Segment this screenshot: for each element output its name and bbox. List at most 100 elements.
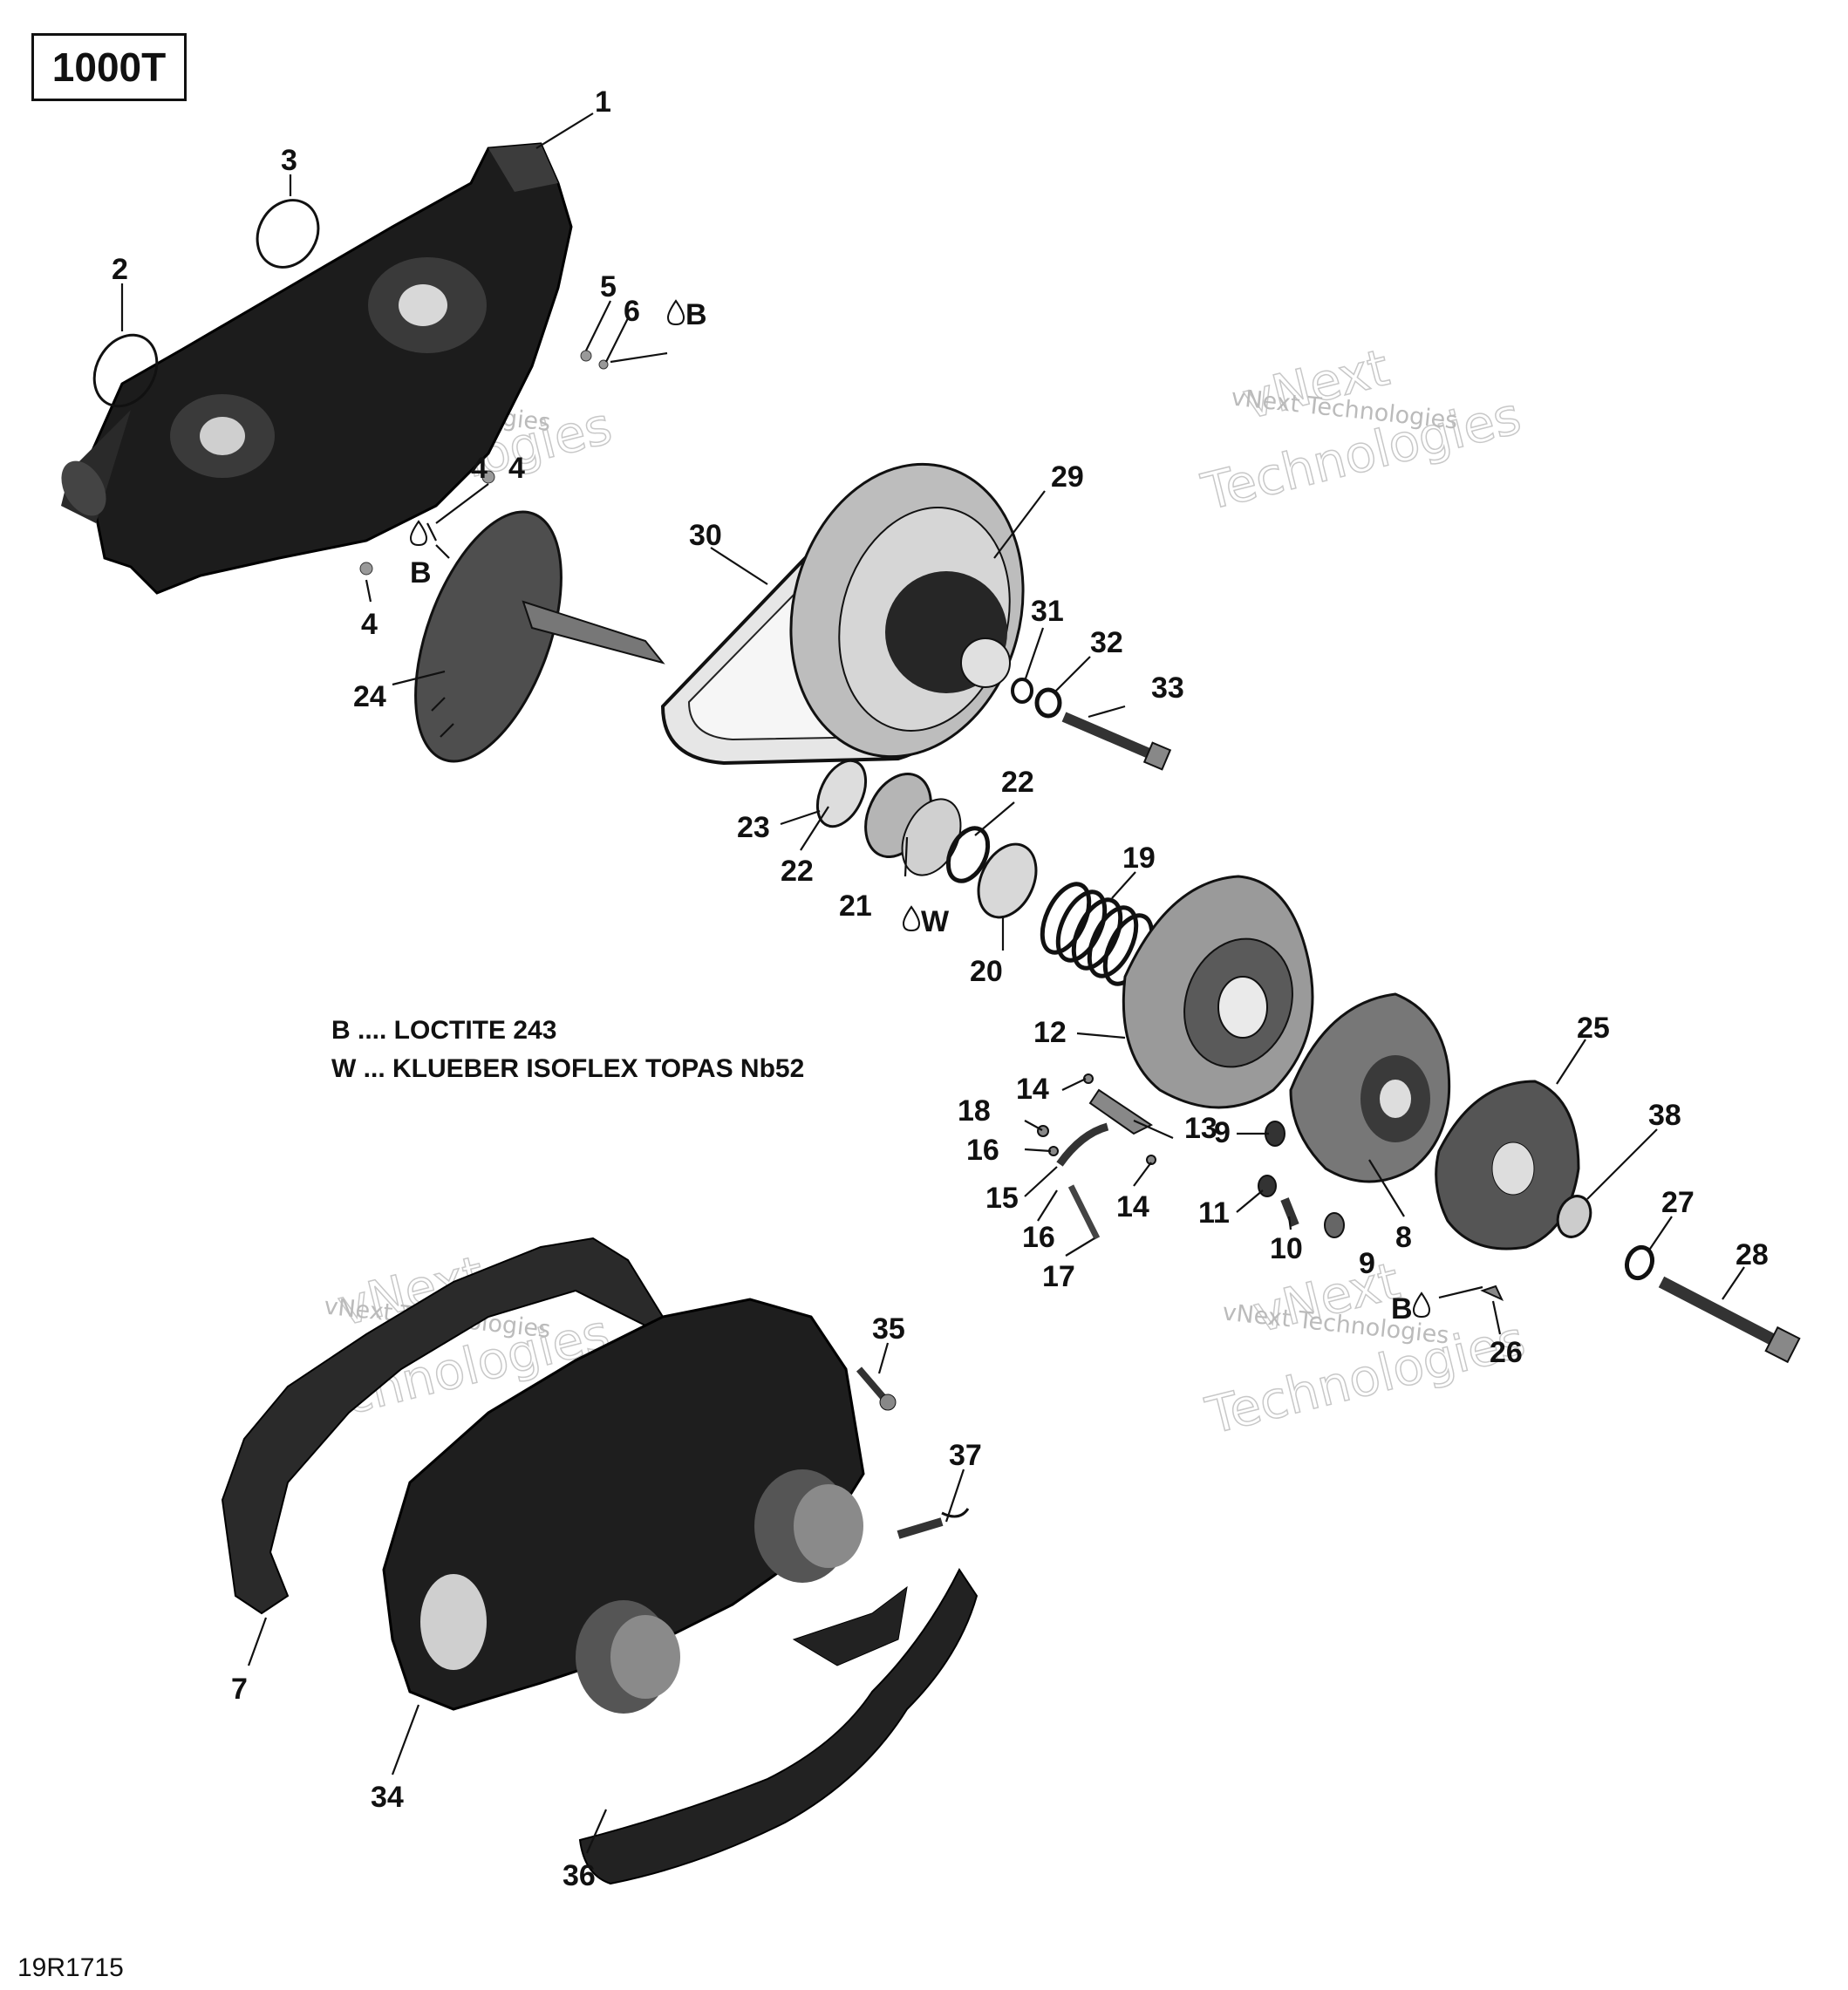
part-9 — [1324, 1212, 1345, 1238]
part-11 — [1258, 1175, 1277, 1197]
callout-4: 4 — [508, 452, 525, 485]
shield-36 — [578, 1568, 979, 1885]
drop-icon — [666, 299, 685, 326]
callout-19: 19 — [1122, 842, 1156, 875]
part-15 — [1056, 1122, 1109, 1167]
washer-27 — [1624, 1244, 1655, 1281]
callout-7: 7 — [231, 1673, 248, 1706]
callout-2: 2 — [112, 253, 128, 286]
washer-20 — [977, 842, 1038, 919]
outer-cover — [61, 142, 573, 595]
svg-text:B: B — [1391, 1292, 1413, 1326]
callout-20: 20 — [970, 955, 1003, 988]
callout-4: 4 — [471, 452, 488, 485]
callout-12: 12 — [1033, 1016, 1067, 1049]
bolt-28 — [1658, 1276, 1801, 1364]
callout-9: 9 — [1214, 1116, 1231, 1149]
leader-lines — [120, 112, 1745, 1854]
callout-18: 18 — [958, 1094, 991, 1128]
small-parts — [1037, 1073, 1504, 1302]
callout-38: 38 — [1648, 1099, 1681, 1132]
part-26 — [1480, 1285, 1504, 1302]
spider-8 — [1289, 992, 1451, 1183]
fastener-4 — [359, 562, 373, 576]
callout-33: 33 — [1151, 671, 1184, 705]
callout-15: 15 — [985, 1182, 1019, 1215]
callout-1: 1 — [595, 85, 611, 119]
plug-37 — [897, 1508, 970, 1539]
model-label: 1000T — [31, 33, 187, 101]
callouts: 1 2 3 4 4 4 5 6 7 8 9 9 10 11 12 13 14 1… — [112, 85, 1769, 1892]
callout-14: 14 — [1016, 1073, 1049, 1106]
callout-17: 17 — [1042, 1260, 1075, 1293]
movable-sheave-12 — [1122, 875, 1314, 1109]
svg-text:B: B — [410, 556, 432, 590]
svg-text:B: B — [685, 298, 707, 331]
screw-35 — [856, 1366, 897, 1411]
governor-cup-25 — [1435, 1080, 1580, 1251]
callout-21: 21 — [839, 889, 872, 923]
loctite-marker: B — [409, 520, 432, 590]
callout-23: 23 — [737, 811, 770, 844]
fastener-4 — [481, 470, 495, 484]
o-ring-2 — [92, 333, 159, 408]
fastener-5 — [580, 350, 592, 362]
bushing-21 — [864, 772, 962, 876]
callout-26: 26 — [1490, 1336, 1523, 1369]
loctite-marker: B — [666, 298, 707, 331]
part-17 — [1067, 1184, 1101, 1240]
callout-30: 30 — [689, 519, 722, 552]
fastener-6 — [598, 359, 609, 370]
legend-grease: W ... KLUEBER ISOFLEX TOPAS Nb52 — [331, 1054, 805, 1083]
drop-icon — [902, 905, 921, 932]
part-10 — [1280, 1197, 1299, 1227]
drop-icon — [1412, 1291, 1431, 1319]
svg-text:W: W — [921, 905, 950, 938]
callout-35: 35 — [872, 1312, 905, 1346]
callout-14: 14 — [1116, 1190, 1149, 1223]
fixed-sheave-24 — [414, 510, 665, 763]
callout-37: 37 — [949, 1439, 982, 1472]
callout-5: 5 — [600, 270, 617, 303]
callout-3: 3 — [281, 144, 297, 177]
part-18 — [1037, 1125, 1049, 1137]
gasket-7 — [221, 1237, 665, 1615]
bolt-33 — [1061, 712, 1172, 771]
callout-25: 25 — [1577, 1012, 1610, 1045]
callout-8: 8 — [1395, 1221, 1412, 1254]
callout-34: 34 — [371, 1781, 404, 1814]
callout-22: 22 — [781, 855, 814, 888]
o-ring-3 — [256, 199, 320, 269]
callout-24: 24 — [353, 680, 386, 713]
part-13 — [1088, 1088, 1153, 1135]
callout-36: 36 — [563, 1859, 596, 1892]
reference-code: 19R1715 — [17, 1953, 124, 1982]
washer-38 — [1556, 1195, 1592, 1238]
callout-27: 27 — [1661, 1186, 1695, 1219]
callout-10: 10 — [1270, 1232, 1303, 1265]
callout-16: 16 — [966, 1134, 999, 1167]
callout-11: 11 — [1198, 1196, 1230, 1230]
callout-13: 13 — [1184, 1112, 1217, 1145]
callout-32: 32 — [1090, 626, 1123, 659]
loctite-marker: B — [1391, 1291, 1431, 1326]
callout-22: 22 — [1001, 766, 1034, 799]
callout-28: 28 — [1735, 1238, 1769, 1271]
callout-4: 4 — [361, 608, 378, 641]
callout-16: 16 — [1022, 1221, 1055, 1254]
callout-29: 29 — [1051, 460, 1084, 494]
grease-marker: W — [902, 905, 950, 938]
part-14 — [1146, 1155, 1156, 1165]
legend: B .... LOCTITE 243 W ... KLUEBER ISOFLEX… — [331, 1012, 804, 1088]
washer-31 — [1011, 678, 1033, 704]
washer-22 — [945, 826, 991, 883]
driven-pulley-29 — [789, 462, 1025, 759]
callout-31: 31 — [1031, 595, 1064, 628]
legend-loctite: B .... LOCTITE 243 — [331, 1016, 557, 1045]
washer-32 — [1034, 687, 1062, 719]
inner-cover-34 — [382, 1298, 865, 1714]
callout-9: 9 — [1359, 1247, 1375, 1280]
drop-icon — [409, 520, 428, 547]
callout-6: 6 — [624, 295, 640, 328]
